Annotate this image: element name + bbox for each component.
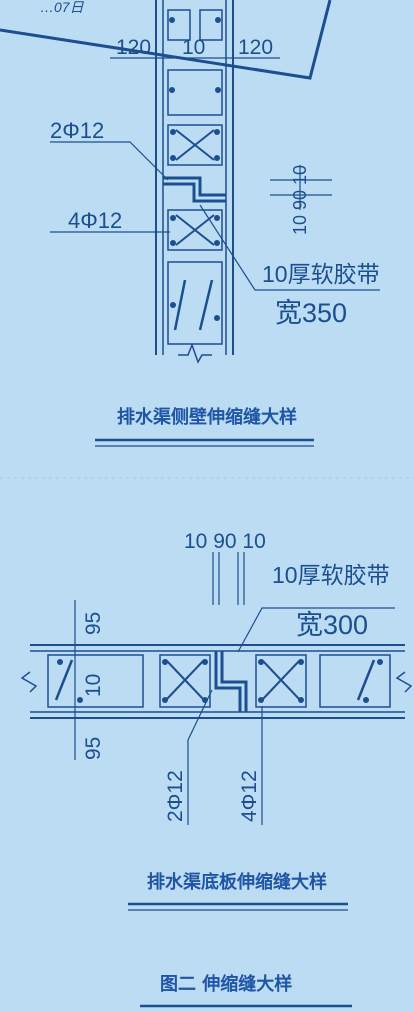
slab-band-width: 宽300 xyxy=(296,610,368,640)
side-dim-right: 120 xyxy=(238,36,273,59)
side-wall-detail: 120 10 120 2Φ12 4Φ xyxy=(50,0,380,447)
slab-gap-dims: 10 90 10 xyxy=(184,530,266,553)
figure-caption: 图二 伸缩缝大样 xyxy=(160,973,292,995)
slab-dim-top: 95 xyxy=(82,612,105,635)
figure-caption-group: 图二 伸缩缝大样 xyxy=(140,973,352,1008)
slab-dim-bottom: 95 xyxy=(82,737,105,760)
bottom-slab-caption: 排水渠底板伸缩缝大样 xyxy=(147,871,327,893)
side-dim-mid: 10 xyxy=(182,36,205,59)
slab-rebar-left-label: 2Φ12 xyxy=(164,770,187,822)
stamp-text: …07日 xyxy=(40,0,85,15)
side-gap-dims: 10 90 10 xyxy=(290,165,310,235)
side-band-width: 宽350 xyxy=(275,298,347,328)
side-rebar-bottom-label: 4Φ12 xyxy=(68,208,122,233)
slab-rebar-right-label: 4Φ12 xyxy=(238,770,261,822)
bottom-slab-detail: 10 90 10 10厚软胶带 宽300 95 10 95 xyxy=(20,530,413,911)
slab-band-label: 10厚软胶带 xyxy=(272,562,390,588)
approval-stamp: …07日 xyxy=(0,0,332,80)
side-band-label: 10厚软胶带 xyxy=(262,261,380,287)
slab-dim-mid: 10 xyxy=(82,674,105,697)
side-rebar-top-label: 2Φ12 xyxy=(50,118,104,143)
side-dim-left: 120 xyxy=(116,36,151,59)
side-wall-caption: 排水渠侧壁伸缩缝大样 xyxy=(117,406,297,428)
